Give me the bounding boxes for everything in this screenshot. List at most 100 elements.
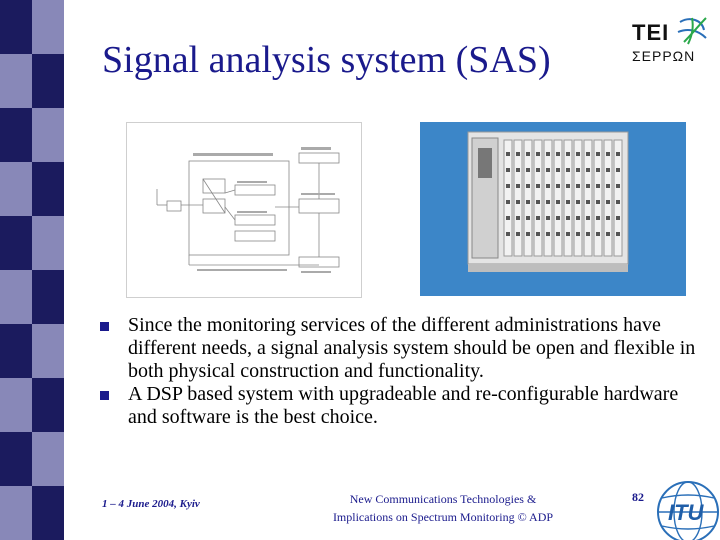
bullet-marker [100,322,109,331]
strip-cell [32,351,64,378]
strip-cell [32,27,64,54]
tei-logo: TEI ΣΕΡΡΩΝ [628,14,710,74]
strip-cell [32,405,64,432]
rack-connector [596,232,600,236]
rack-connector [526,200,530,204]
strip-cell [32,513,64,540]
strip-cell [0,0,32,27]
strip-cell [32,432,64,459]
rack-slot [553,139,563,257]
footer-date-location: 1 – 4 June 2004, Kyiv [102,498,200,510]
rack-slot [583,139,593,257]
strip-cell [0,216,32,243]
rack-connector [576,200,580,204]
rack-slot [543,139,553,257]
rack-slot [513,139,523,257]
rack-connector [506,184,510,188]
bullet-text: A DSP based system with upgradeable and … [128,383,679,428]
rack-connector [566,200,570,204]
logo-text-tei: TEI [632,20,670,45]
rack-connector [586,200,590,204]
strip-cell [32,459,64,486]
strip-cell [0,162,32,189]
rack-connector [586,184,590,188]
rack-connector [576,184,580,188]
strip-cell [0,297,32,324]
strip-cell [0,54,32,81]
logo-text-serron: ΣΕΡΡΩΝ [632,48,696,64]
strip-cell [0,81,32,108]
block-diagram-image [126,122,362,298]
rack-connector [586,216,590,220]
strip-cell [0,135,32,162]
rack-connector [596,152,600,156]
rack-slot [503,139,513,257]
rack-connector [536,184,540,188]
strip-cell [32,378,64,405]
rack-connector [546,216,550,220]
rack-slot [563,139,573,257]
strip-cell [0,405,32,432]
strip-cell [32,162,64,189]
rack-connector [586,152,590,156]
rack-connector [556,232,560,236]
strip-cell [32,189,64,216]
rack-connector [576,168,580,172]
rack-connector [516,216,520,220]
rack-connector [606,184,610,188]
rack-connector [516,168,520,172]
strip-cell [32,297,64,324]
rack-connector [616,152,620,156]
rack-connector [556,216,560,220]
rack-connector [566,168,570,172]
rack-connector [526,152,530,156]
rack-connector [546,200,550,204]
strip-cell [0,378,32,405]
rack-connector [526,184,530,188]
strip-cell [0,270,32,297]
rack-connector [616,184,620,188]
rack-slot [533,139,543,257]
rack-slot [603,139,613,257]
footer-line2: Implications on Spectrum Monitoring © AD… [332,510,554,524]
rack-slot [573,139,583,257]
strip-cell [32,81,64,108]
rack-connector [516,232,520,236]
rack-connector [586,232,590,236]
strip-cell [32,135,64,162]
rack-connector [576,232,580,236]
rack-connector [516,152,520,156]
bullet-item: Since the monitoring services of the dif… [100,314,700,383]
rack-connector [596,168,600,172]
strip-cell [0,351,32,378]
rack-connector [546,232,550,236]
rack-connector [566,152,570,156]
rack-connector [566,184,570,188]
rack-connector [536,168,540,172]
rack-connector [606,168,610,172]
rack-connector [536,152,540,156]
bullet-item: A DSP based system with upgradeable and … [100,383,700,429]
strip-cell [0,432,32,459]
rack-connector [566,232,570,236]
page-number: 82 [632,490,644,504]
strip-cell [0,27,32,54]
rack-slot [613,139,623,257]
rack-connector [596,216,600,220]
strip-cell [32,108,64,135]
rack-connector [506,216,510,220]
rack-connector [556,184,560,188]
strip-cell [32,54,64,81]
rack-connector [606,232,610,236]
rack-connector [536,200,540,204]
itu-logo-text: ITU [668,500,705,525]
rack-connector [576,152,580,156]
strip-cell [0,324,32,351]
rack-connector [596,184,600,188]
slide-title: Signal analysis system (SAS) [102,39,551,81]
rack-connector [526,232,530,236]
rack-connector [616,168,620,172]
rack-connector [576,216,580,220]
rack-connector [556,200,560,204]
rack-connector [556,152,560,156]
